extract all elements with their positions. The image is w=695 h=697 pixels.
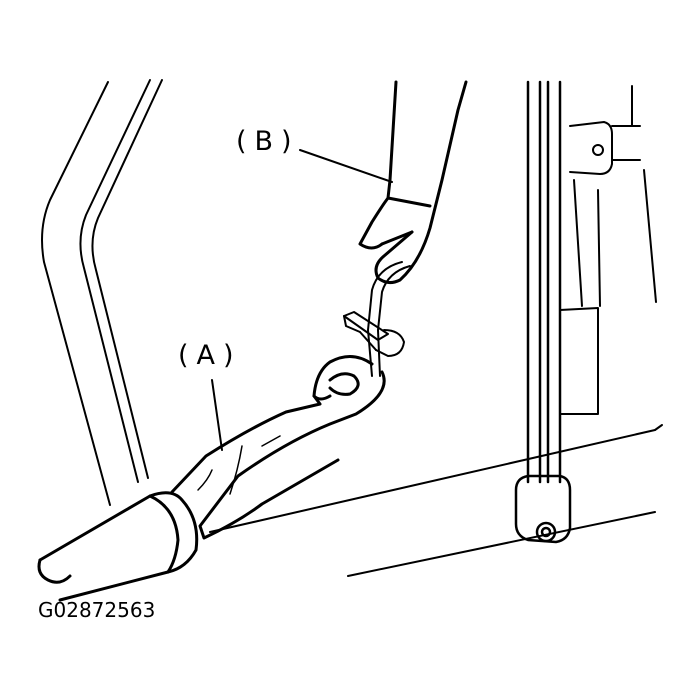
leader-line-a: [211, 379, 223, 451]
leader-line-b: [299, 149, 393, 183]
door-panel-edges: [209, 424, 663, 577]
window-frame: [41, 79, 163, 506]
figure-id: G02872563: [38, 598, 156, 622]
rear-box: [559, 179, 601, 415]
rail-bracket: [569, 85, 657, 303]
seat-rail: [514, 80, 572, 544]
belt-strap-a: [170, 355, 386, 540]
callout-label-b: (B): [236, 126, 300, 157]
belt-sleeve: [37, 491, 199, 602]
pillar-trim-b: [358, 80, 468, 285]
belt-cable: [367, 261, 411, 377]
anchor-bolt: [343, 311, 405, 357]
callout-label-a: (A): [178, 340, 242, 371]
belt-strap-folds: [197, 435, 281, 495]
